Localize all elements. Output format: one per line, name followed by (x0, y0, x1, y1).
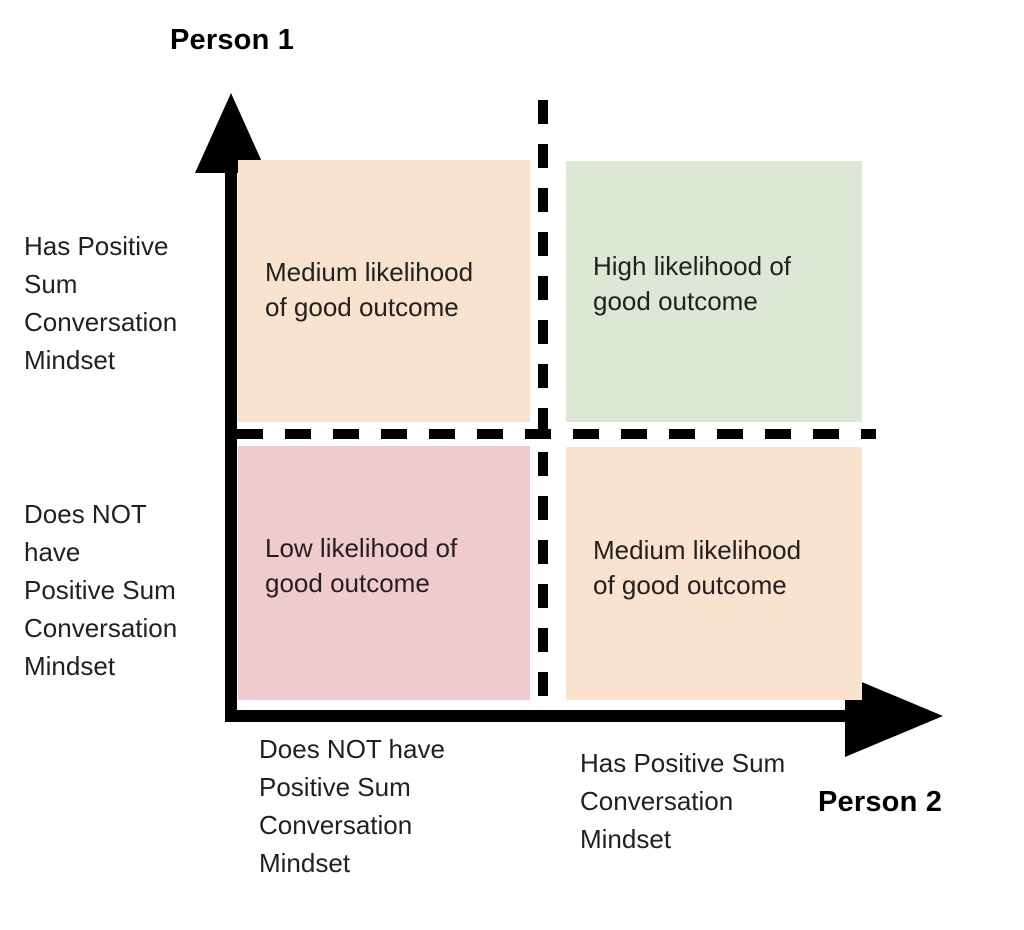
vertical-divider-dashed (538, 100, 548, 710)
y-axis-line (225, 150, 237, 722)
quadrant-top-left: Medium likelihood of good outcome (238, 160, 530, 422)
x-axis-label-high: Has Positive Sum Conversation Mindset (580, 748, 786, 854)
y-axis-title: Person 1 (170, 24, 295, 56)
quadrant-top-right-label: High likelihood of good outcome (593, 251, 792, 316)
quadrant-top-right: High likelihood of good outcome (566, 161, 862, 422)
y-axis-label-high: Has Positive Sum Conversation Mindset (24, 231, 178, 375)
quadrant-bottom-right-label: Medium likelihood of good outcome (593, 535, 802, 600)
quadrant-bottom-left: Low likelihood of good outcome (238, 446, 530, 700)
quadrant-top-left-label: Medium likelihood of good outcome (265, 257, 474, 322)
horizontal-divider-dashed (237, 429, 876, 439)
up-arrow-icon (195, 93, 267, 173)
x-axis-title: Person 2 (818, 786, 943, 818)
quadrant-bottom-right: Medium likelihood of good outcome (566, 447, 862, 700)
x-axis-line (225, 710, 885, 722)
y-axis-label-low: Does NOT have Positive Sum Conversation … (24, 499, 178, 681)
x-axis-label-low: Does NOT have Positive Sum Conversation … (259, 734, 445, 878)
quadrant-bottom-left-label: Low likelihood of good outcome (265, 533, 458, 598)
